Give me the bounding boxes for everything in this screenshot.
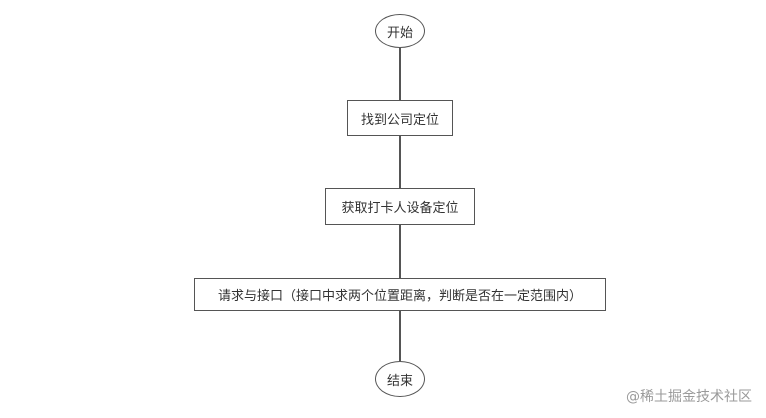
- connector-step2-to-step3: [399, 225, 401, 278]
- process-node-get-device-location: 获取打卡人设备定位: [325, 188, 475, 225]
- watermark-text: @稀土掘金技术社区: [626, 389, 752, 405]
- process-node-find-company-location: 找到公司定位: [347, 100, 453, 136]
- connector-step1-to-step2: [399, 136, 401, 188]
- process-node-request-interface: 请求与接口（接口中求两个位置距离，判断是否在一定范围内）: [194, 278, 606, 311]
- start-node: 开始: [375, 14, 425, 48]
- connector-start-to-step1: [399, 48, 401, 100]
- end-node: 结束: [375, 361, 425, 397]
- connector-step3-to-end: [399, 311, 401, 361]
